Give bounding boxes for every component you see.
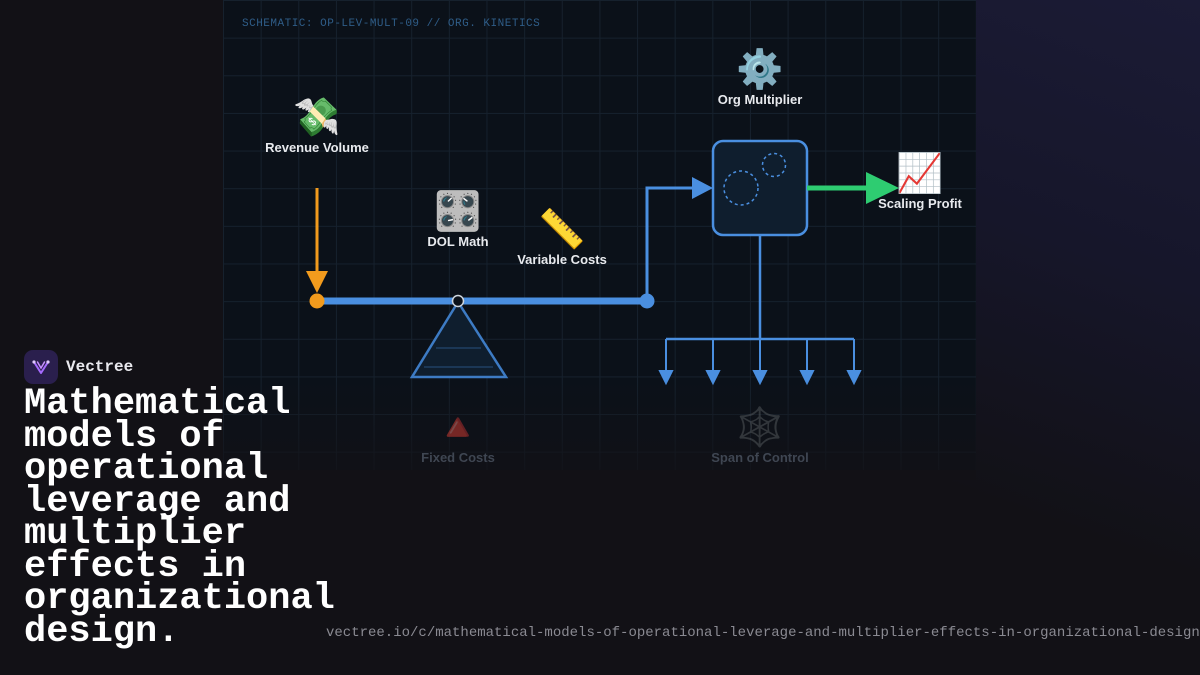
node-revenue-volume: 💸 Revenue Volume (265, 96, 369, 155)
lever-to-multiplier-connector (645, 186, 696, 301)
node-label: Org Multiplier (717, 92, 803, 107)
node-fixed-costs: 🔺 Fixed Costs (421, 406, 495, 465)
spider-web-icon: 🕸️ (736, 407, 784, 449)
multiplier-input-arrowhead (692, 177, 713, 199)
multiplier-gear-outline (761, 152, 787, 178)
gear-icon: ⚙️ (736, 49, 784, 91)
node-label: Span of Control (711, 450, 809, 465)
node-label: Variable Costs (517, 252, 607, 267)
node-org-multiplier: ⚙️ Org Multiplier (718, 48, 803, 107)
pivot-point (451, 294, 465, 308)
revenue-arrowhead (306, 271, 328, 293)
control-knobs-icon: 🎛️ (434, 191, 482, 233)
ruler-icon: 📏 (538, 209, 586, 251)
page-url: vectree.io/c/mathematical-models-of-oper… (326, 625, 1200, 641)
node-label: Scaling Profit (878, 196, 962, 211)
node-dol-math: 🎛️ DOL Math (427, 190, 488, 249)
panel-fade (223, 380, 976, 480)
load-point (309, 293, 325, 309)
red-triangle-icon: 🔺 (434, 407, 482, 449)
brand-name: Vectree (66, 358, 134, 376)
page-title: Mathematical models of operational lever… (24, 383, 335, 653)
money-with-wings-icon: 💸 (293, 97, 341, 139)
schematic-label: SCHEMATIC: OP-LEV-MULT-09 // ORG. KINETI… (242, 18, 541, 30)
fulcrum-triangle (409, 299, 509, 379)
node-label: Revenue Volume (265, 140, 369, 155)
multiplier-gear-outline (723, 170, 759, 206)
brand: Vectree (24, 350, 133, 384)
node-span-of-control: 🕸️ Span of Control (711, 406, 809, 465)
profit-arrowhead (866, 172, 899, 204)
node-label: DOL Math (427, 234, 489, 249)
node-scaling-profit: 📈 Scaling Profit (878, 152, 962, 211)
multiplier-box (711, 139, 809, 237)
node-label: Fixed Costs (421, 450, 495, 465)
chart-increasing-icon: 📈 (896, 153, 944, 195)
vectree-logo-icon (24, 350, 58, 384)
node-variable-costs: 📏 Variable Costs (517, 208, 607, 267)
span-branches (658, 339, 862, 386)
